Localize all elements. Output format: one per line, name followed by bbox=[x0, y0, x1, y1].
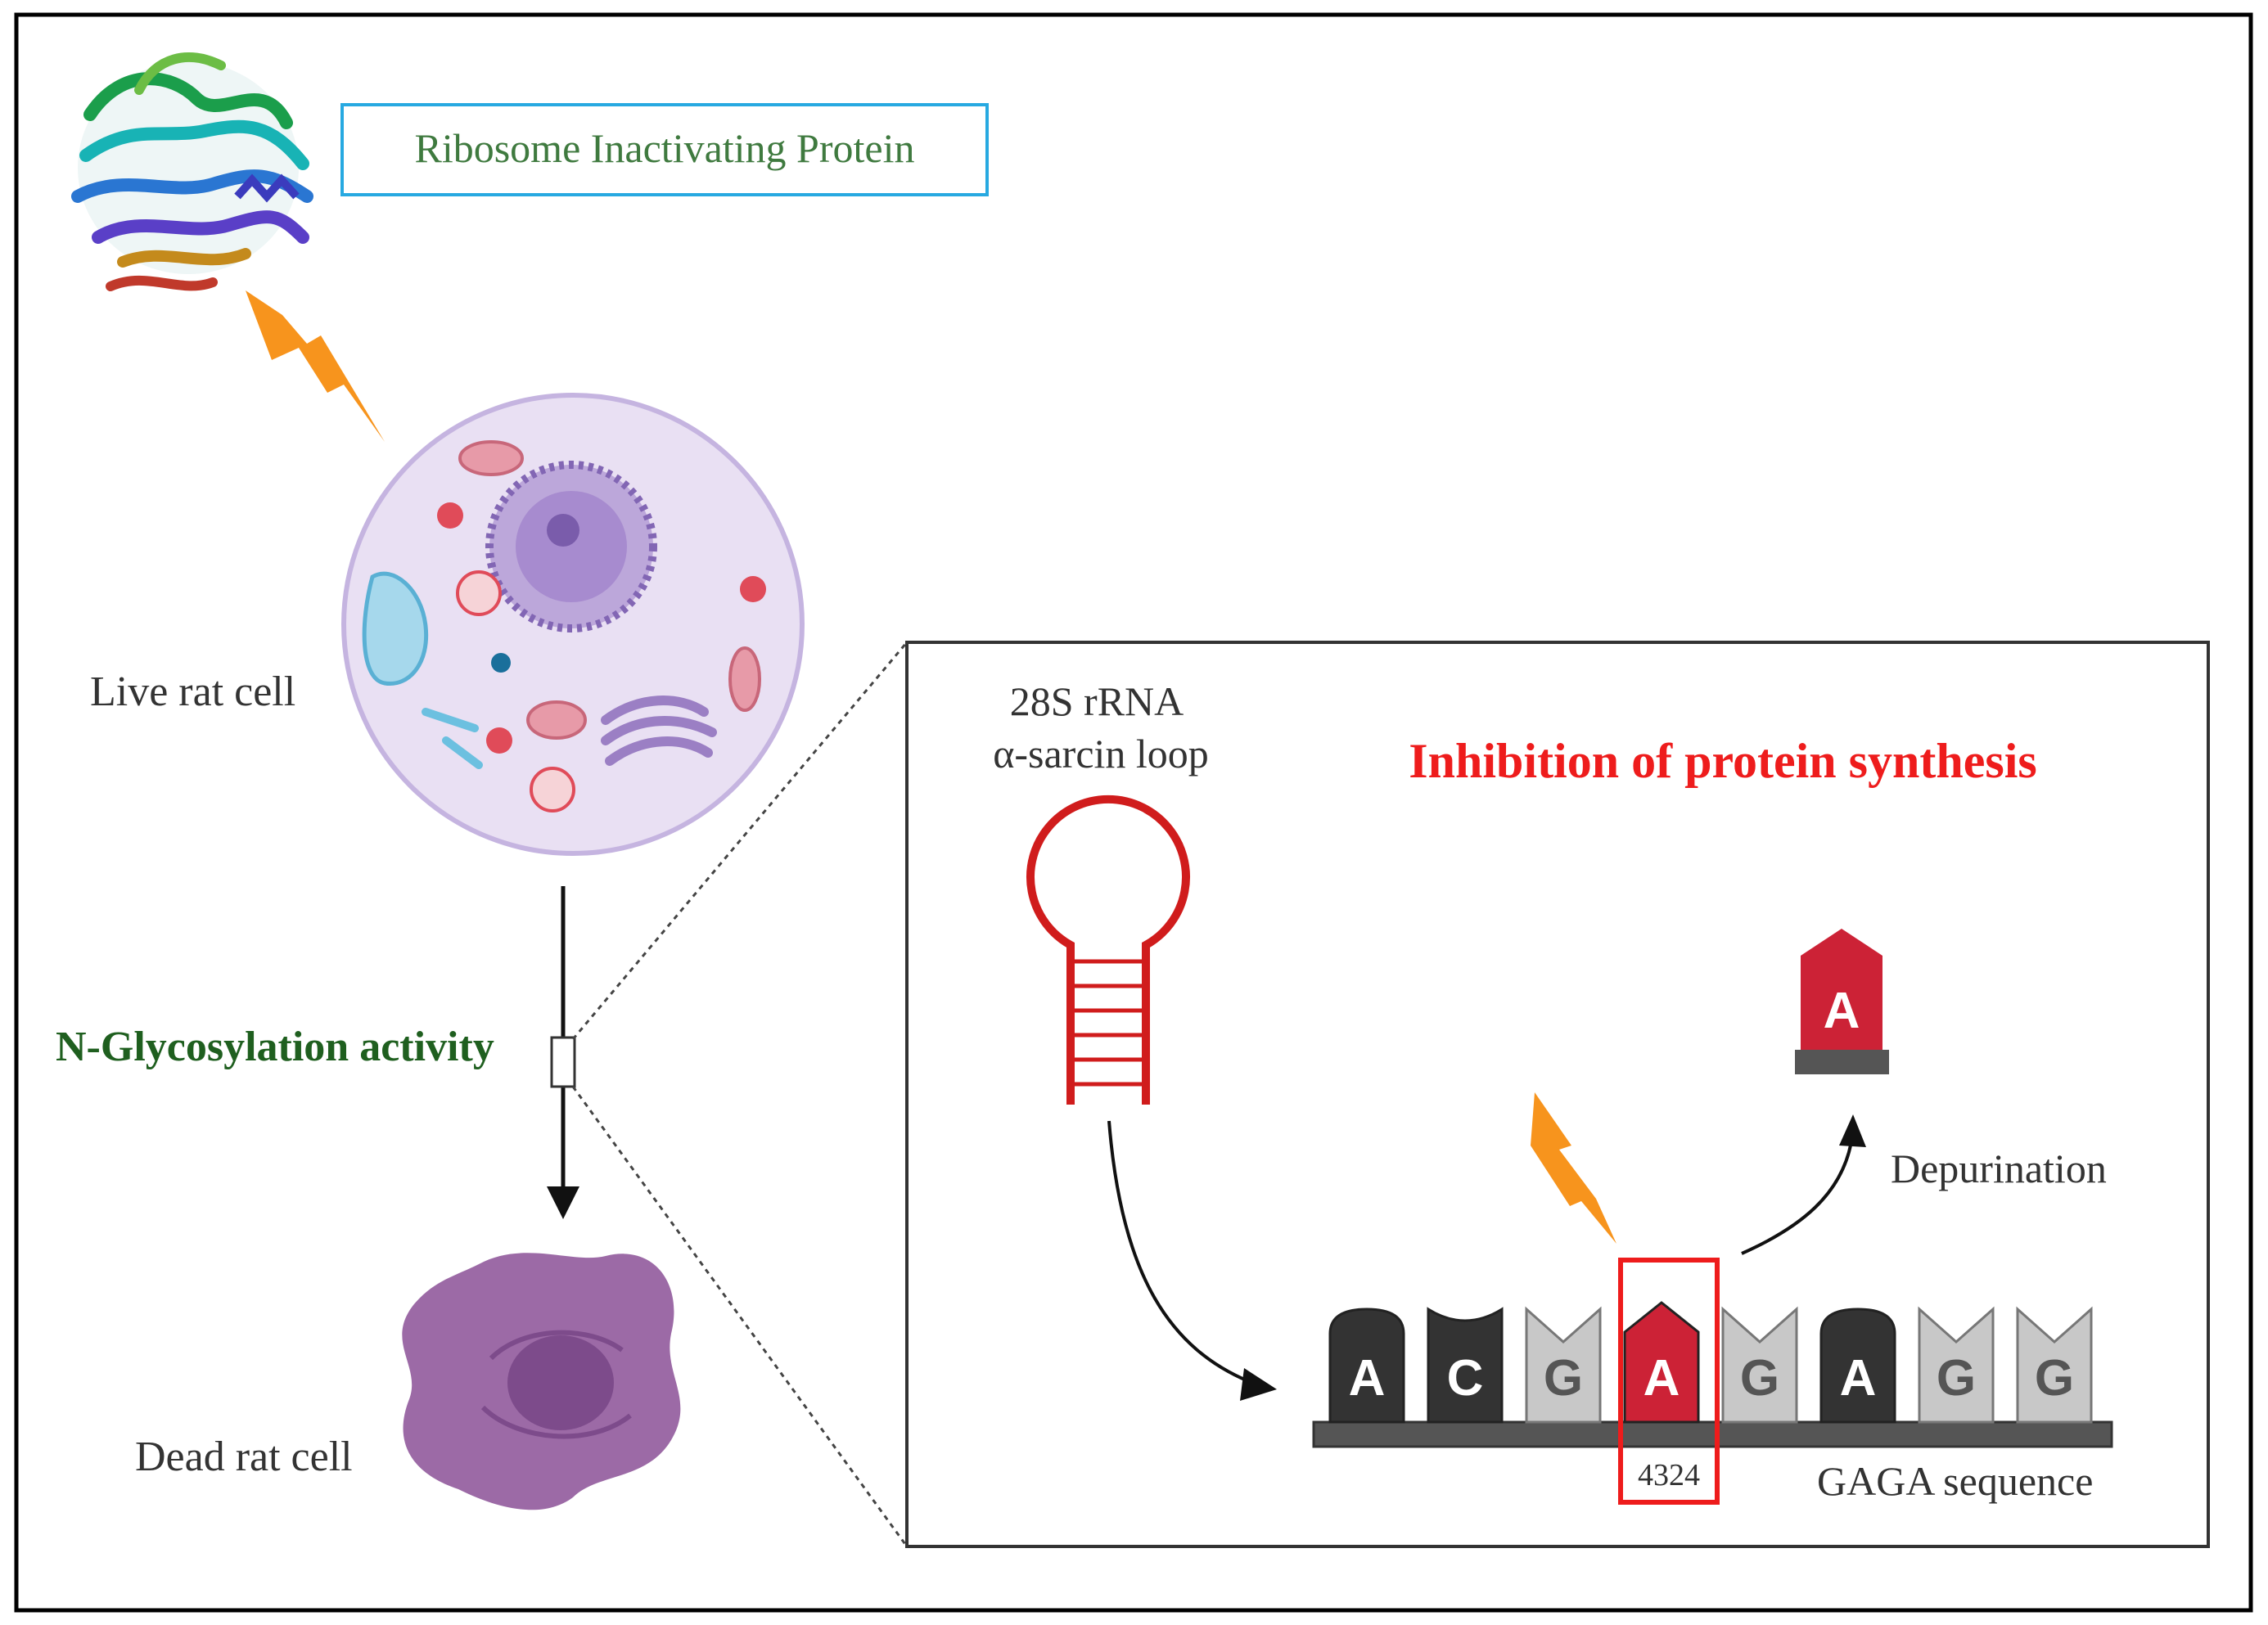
nucleotide-3: G bbox=[1525, 1306, 1602, 1424]
nucleotide-1: A bbox=[1328, 1308, 1405, 1424]
depurination-arrow-head bbox=[1839, 1114, 1866, 1147]
curved-arrow-head bbox=[1240, 1368, 1277, 1401]
rrna-label-line1: 28S rRNA bbox=[1010, 678, 1184, 724]
protein-label: Ribosome Inactivating Protein bbox=[414, 125, 914, 171]
nucleotide-letter: G bbox=[1937, 1350, 1976, 1407]
activity-label: N-Glycosylation activity bbox=[56, 1024, 494, 1070]
nucleotide-letter: C bbox=[1447, 1350, 1484, 1407]
nucleotide-shape bbox=[1328, 1308, 1405, 1424]
sequence-caption: GAGA sequence bbox=[1817, 1458, 2093, 1504]
nucleotide-letter: A bbox=[1840, 1350, 1877, 1407]
curved-arrow-to-sequence bbox=[1107, 1120, 1253, 1384]
dead-cell-label: Dead rat cell bbox=[135, 1434, 353, 1480]
outer-frame bbox=[14, 12, 2253, 1613]
nucleotide-shape bbox=[1427, 1307, 1504, 1424]
cleavage-bolt-icon bbox=[1531, 1092, 1616, 1244]
nucleotide-6: A bbox=[1819, 1308, 1896, 1424]
nucleotide-8: G bbox=[2016, 1306, 2093, 1424]
inset-title: Inhibition of protein synthesis bbox=[1409, 734, 2036, 788]
nucleotide-7: G bbox=[1918, 1306, 1995, 1424]
live-cell-label: Live rat cell bbox=[90, 668, 295, 715]
zoom-marker bbox=[550, 1036, 576, 1088]
zoom-line-top bbox=[571, 641, 909, 1040]
released-adenine: A bbox=[1795, 929, 1889, 1074]
lightning-bolt-icon bbox=[246, 290, 385, 442]
nucleotide-2: C bbox=[1427, 1307, 1504, 1424]
protein-label-box bbox=[340, 103, 989, 196]
nucleotide-shape bbox=[1623, 1301, 1700, 1424]
zoom-line-bottom bbox=[571, 1086, 909, 1547]
hairpin-loop-icon bbox=[1026, 794, 1190, 1105]
live-cell-illustration bbox=[341, 393, 805, 856]
rrna-label-line2: α-sarcin loop bbox=[993, 731, 1209, 776]
target-highlight-box bbox=[1618, 1258, 1720, 1505]
depurination-arrow bbox=[1741, 1141, 1853, 1255]
nucleotide-letter: A bbox=[1349, 1350, 1386, 1407]
position-label: 4324 bbox=[1638, 1458, 1700, 1492]
nucleotide-letter: G bbox=[1544, 1350, 1583, 1407]
depurination-label: Depurination bbox=[1891, 1146, 2107, 1191]
nucleotide-5: G bbox=[1721, 1306, 1798, 1424]
nucleotide-letter: G bbox=[2035, 1350, 2074, 1407]
rna-backbone bbox=[1312, 1420, 2113, 1448]
nucleotide-shape bbox=[1918, 1306, 1995, 1424]
nucleotide-4: A bbox=[1623, 1301, 1700, 1424]
nucleotide-letter: A bbox=[1644, 1350, 1680, 1407]
process-arrow-head bbox=[547, 1186, 579, 1219]
nucleotide-letter: G bbox=[1740, 1350, 1779, 1407]
released-base-letter: A bbox=[1824, 983, 1860, 1039]
nucleotide-shape bbox=[2016, 1306, 2093, 1424]
nucleotide-shape bbox=[1819, 1308, 1896, 1424]
nucleotide-shape bbox=[1525, 1306, 1602, 1424]
protein-structure-icon bbox=[71, 52, 313, 291]
nucleotide-shape bbox=[1721, 1306, 1798, 1424]
